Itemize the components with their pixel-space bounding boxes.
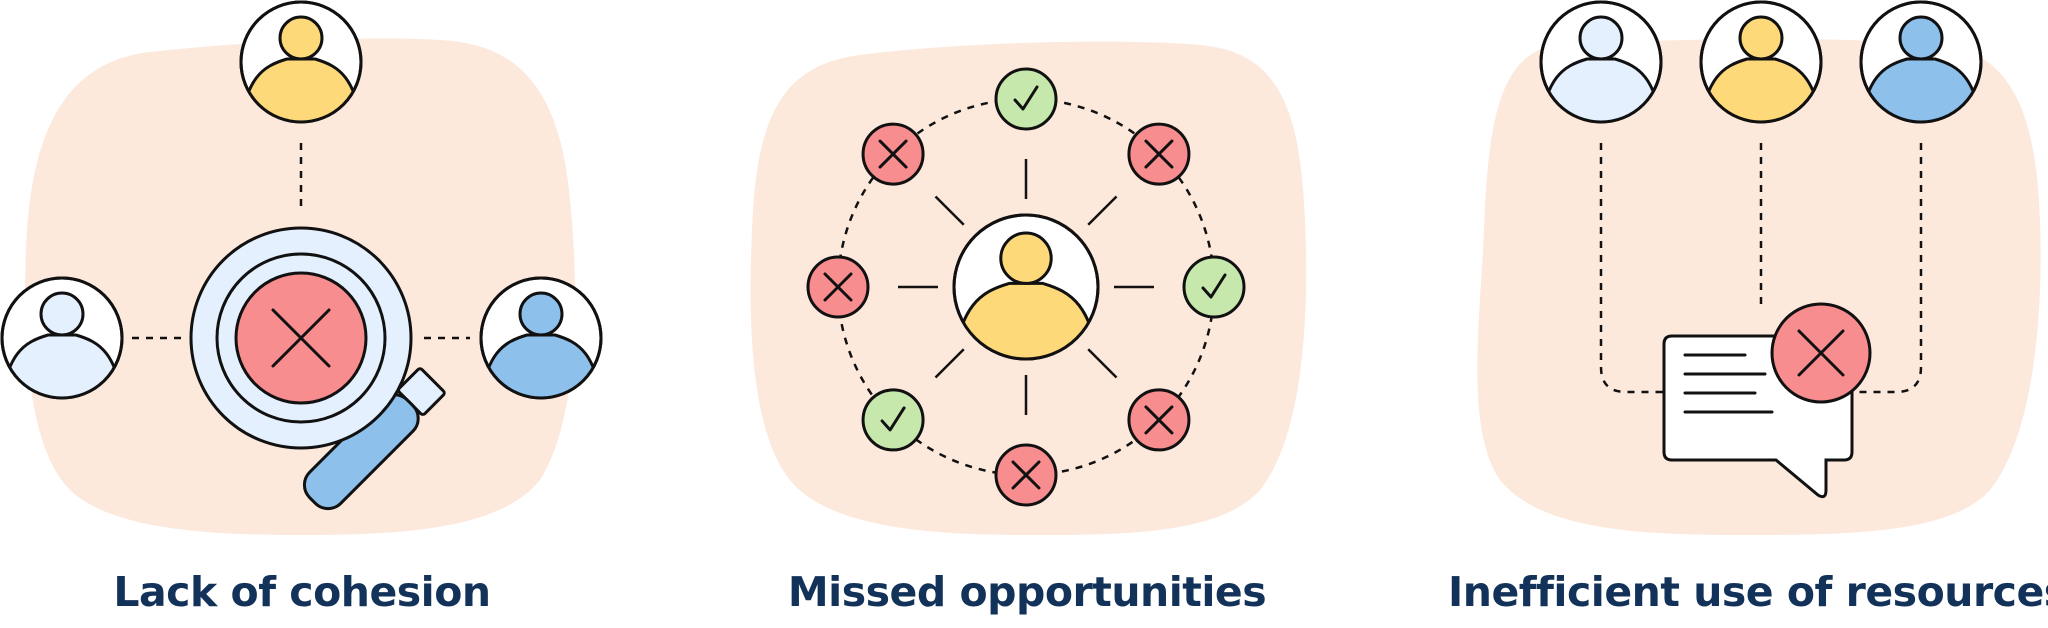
connector-dashed [1852, 143, 1923, 394]
ring-nodes [806, 67, 1246, 507]
person-icon [239, 0, 363, 124]
x-mark-icon [861, 122, 925, 186]
caption-missed-opportunities: Missed opportunities [787, 568, 1267, 616]
caption-inefficient-resources: Inefficient use of resources [1448, 568, 2048, 616]
panel-missed-opportunities [750, 41, 1307, 535]
spoke-line [934, 195, 965, 226]
person-icon [1859, 0, 1983, 124]
caption-lack-of-cohesion: Lack of cohesion [113, 568, 491, 616]
x-mark-icon [271, 308, 331, 368]
person-icon [0, 276, 124, 400]
magnifying-glass-icon [189, 226, 446, 511]
check-mark-icon [861, 388, 925, 452]
connector-dashed [1599, 143, 1664, 394]
person-icon [479, 276, 603, 400]
spoke-line [1087, 195, 1118, 226]
x-mark-icon [1127, 122, 1191, 186]
spoke-line [1087, 348, 1118, 379]
panel-lack-of-cohesion [0, 0, 603, 535]
person-icon [952, 213, 1100, 361]
background-blob [1477, 38, 2041, 535]
spokes [898, 159, 1154, 415]
person-icon [1539, 0, 1663, 124]
x-mark-icon [994, 443, 1058, 507]
check-mark-icon [1182, 255, 1246, 319]
panel-inefficient-resources [1477, 0, 2041, 535]
check-mark-icon [994, 67, 1058, 131]
x-mark-icon [1127, 388, 1191, 452]
x-mark-icon [1797, 329, 1845, 377]
spoke-line [934, 348, 965, 379]
chat-bubble-icon [1662, 302, 1872, 499]
x-mark-icon [806, 255, 870, 319]
